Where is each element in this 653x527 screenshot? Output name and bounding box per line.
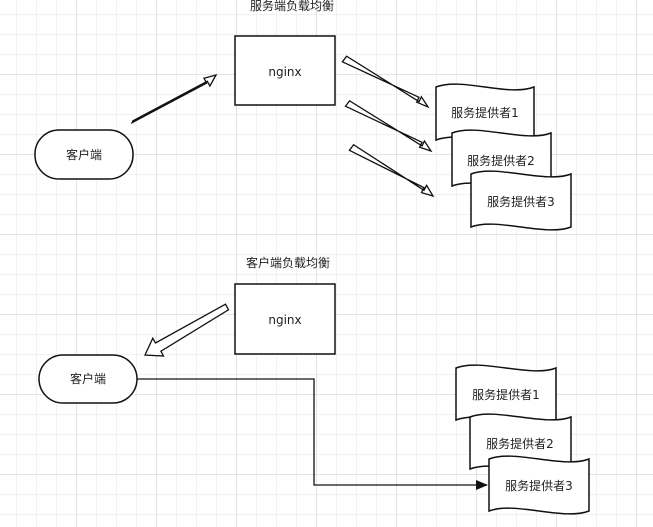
provider-document-3: 服务提供者3 (470, 170, 572, 231)
block-arrow-nginx-to-provider-1 (341, 55, 430, 109)
nginx-node: nginx (234, 35, 336, 106)
provider-document-3-b: 服务提供者3 (488, 455, 590, 515)
connector-client-to-provider-3 (137, 378, 488, 490)
block-arrow-client-to-nginx (130, 73, 218, 125)
provider-1-label: 服务提供者1 (451, 105, 519, 120)
client-node-2: 客户端 (38, 354, 138, 404)
nginx-node-2: nginx (234, 283, 336, 355)
provider-2-label-b: 服务提供者2 (486, 436, 554, 451)
provider-1-label-b: 服务提供者1 (472, 387, 540, 402)
server-side-section: 服务端负载均衡 客户端 nginx 服务提供者1 服务提供者2 服务提供者3 (34, 0, 572, 231)
provider-3-label-b: 服务提供者3 (505, 478, 573, 493)
client-node: 客户端 (34, 129, 134, 180)
block-arrow-nginx-to-provider-2 (344, 99, 433, 153)
provider-2-label: 服务提供者2 (467, 153, 535, 168)
provider-3-label: 服务提供者3 (487, 194, 555, 209)
section-title-server-side: 服务端负载均衡 (250, 0, 334, 13)
nginx-label-2: nginx (268, 313, 301, 327)
provider-document-1-b: 服务提供者1 (455, 364, 557, 424)
block-arrow-nginx-to-provider-3 (348, 143, 435, 198)
block-arrow-nginx-to-client (144, 303, 230, 357)
client-label: 客户端 (66, 147, 102, 162)
section-title-client-side: 客户端负载均衡 (246, 255, 330, 270)
client-side-section: 客户端负载均衡 nginx 客户端 服务提供者1 服务提供者2 服务提供者3 (38, 255, 590, 515)
nginx-label: nginx (268, 65, 301, 79)
client-label-2: 客户端 (70, 371, 106, 386)
